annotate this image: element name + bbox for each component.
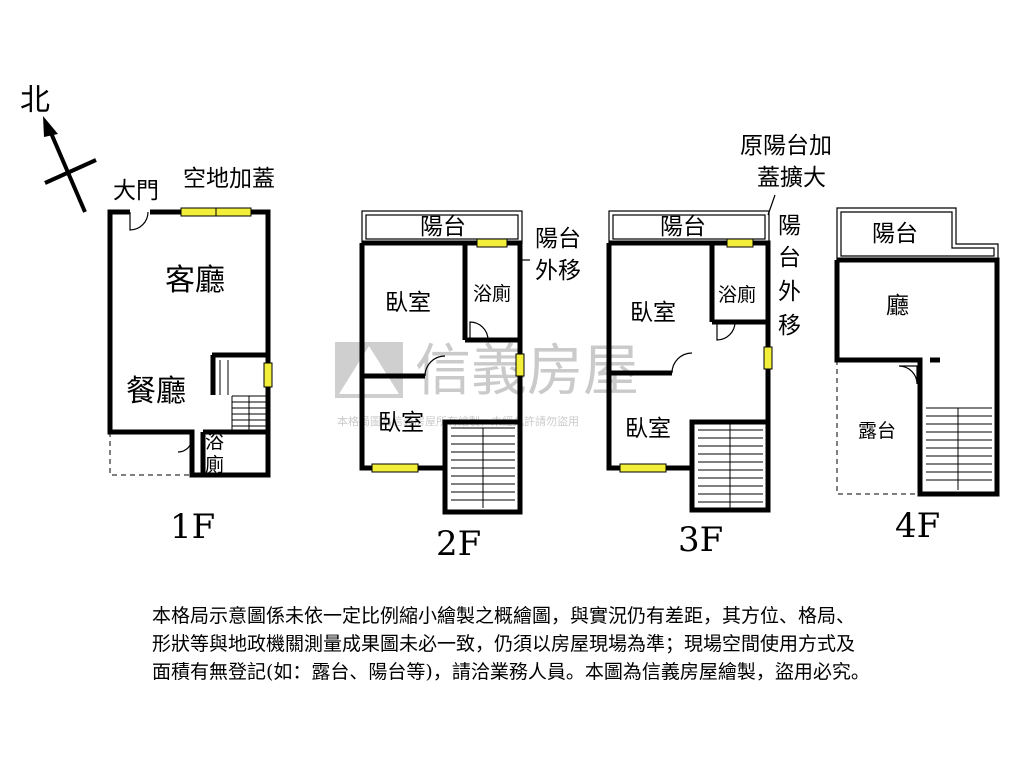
1f-bath-label-a: 浴 bbox=[205, 431, 224, 453]
2f-window-top bbox=[476, 238, 508, 248]
disclaimer-text: 本格局示意圖係未依一定比例縮小繪製之概繪圖，與實況仍有差距，其方位、格局、 形狀… bbox=[152, 602, 1012, 686]
3f-note-v4: 移 bbox=[778, 313, 801, 339]
1f-entrance-door-icon bbox=[129, 211, 149, 231]
4f-hall-label: 廳 bbox=[886, 293, 909, 319]
2f-bedroom-a-label: 臥室 bbox=[385, 290, 431, 316]
4f-floor-label: 4F bbox=[895, 506, 940, 546]
2f-bath-label: 浴廁 bbox=[473, 282, 511, 305]
1f-bath-label-b: 廁 bbox=[205, 453, 224, 476]
2f-floor-label: 2F bbox=[436, 524, 481, 564]
north-compass: 北 bbox=[20, 83, 97, 213]
3f-bath-door-icon bbox=[716, 321, 736, 341]
3f-note-v1: 陽 bbox=[778, 213, 801, 239]
floor-4f: 陽台 廳 露台 4F bbox=[834, 207, 1000, 546]
3f-note-top-b: 蓋擴大 bbox=[757, 165, 826, 191]
3f-window-bottom bbox=[619, 463, 667, 473]
compass-north-label: 北 bbox=[20, 83, 50, 118]
1f-floor-label: 1F bbox=[170, 507, 215, 547]
3f-bedroom-door-icon bbox=[671, 352, 693, 374]
disclaimer-line-2: 形狀等與地政機關測量成果圖未必一致，仍須以房屋現場為準；現場空間使用方式及 bbox=[152, 633, 856, 655]
watermark-brand: 信義房屋 bbox=[415, 339, 639, 404]
2f-balcony-label: 陽台 bbox=[420, 214, 466, 240]
3f-stairs bbox=[698, 424, 763, 508]
disclaimer-line-3: 面積有無登記(如：露台、陽台等)，請洽業務人員。本圖為信義房屋繪製，盜用必究。 bbox=[152, 661, 870, 683]
2f-window-bottom bbox=[371, 463, 419, 473]
1f-window-side bbox=[263, 362, 273, 388]
3f-bath-label: 浴廁 bbox=[718, 283, 756, 306]
3f-balcony-label: 陽台 bbox=[660, 214, 706, 240]
3f-window-top bbox=[726, 238, 754, 248]
1f-dining-room-label: 餐廳 bbox=[126, 374, 186, 409]
1f-stairs bbox=[219, 360, 266, 430]
floor-1f: 大門 空地加蓋 客廳 餐廳 浴 廁 1F bbox=[107, 166, 275, 547]
1f-living-room-label: 客廳 bbox=[165, 263, 225, 298]
1f-bath-door-icon bbox=[177, 437, 193, 453]
2f-note-b: 外移 bbox=[535, 258, 581, 284]
3f-window-side bbox=[763, 346, 773, 370]
north-arrow-icon bbox=[43, 116, 97, 213]
4f-terrace-label: 露台 bbox=[858, 420, 896, 442]
4f-balcony-label: 陽台 bbox=[872, 221, 918, 247]
2f-note-a: 陽台 bbox=[535, 226, 581, 252]
1f-addition-label: 空地加蓋 bbox=[183, 166, 275, 192]
2f-bedroom-b-label: 臥室 bbox=[378, 410, 424, 436]
2f-bath-door-icon bbox=[469, 321, 489, 341]
watermark-logo-icon bbox=[335, 342, 403, 398]
4f-terrace-dashed bbox=[836, 360, 920, 495]
4f-door-icon bbox=[898, 365, 918, 385]
3f-note-v2: 台 bbox=[778, 245, 801, 271]
disclaimer-line-1: 本格局示意圖係未依一定比例縮小繪製之概繪圖，與實況仍有差距，其方位、格局、 bbox=[152, 605, 856, 627]
4f-stairs bbox=[926, 407, 992, 490]
3f-note-top-a: 原陽台加 bbox=[740, 133, 832, 159]
2f-bedroom-door-icon bbox=[424, 355, 446, 377]
3f-bedroom-a-label: 臥室 bbox=[630, 300, 676, 326]
3f-floor-label: 3F bbox=[678, 520, 723, 560]
3f-note-v3: 外 bbox=[778, 279, 801, 305]
floor-2f: 陽台 陽台 外移 臥室 浴廁 臥室 2F bbox=[359, 210, 581, 564]
floor-3f: 原陽台加 蓋擴大 陽台 陽 台 外 移 臥室 浴廁 臥室 3F bbox=[606, 133, 832, 560]
1f-dashed-area bbox=[109, 432, 192, 476]
1f-outer-wall bbox=[107, 209, 271, 478]
2f-window-side bbox=[515, 353, 525, 377]
2f-stairs bbox=[451, 427, 515, 508]
3f-bedroom-b-label: 臥室 bbox=[625, 416, 671, 442]
1f-entrance-label: 大門 bbox=[113, 178, 159, 204]
